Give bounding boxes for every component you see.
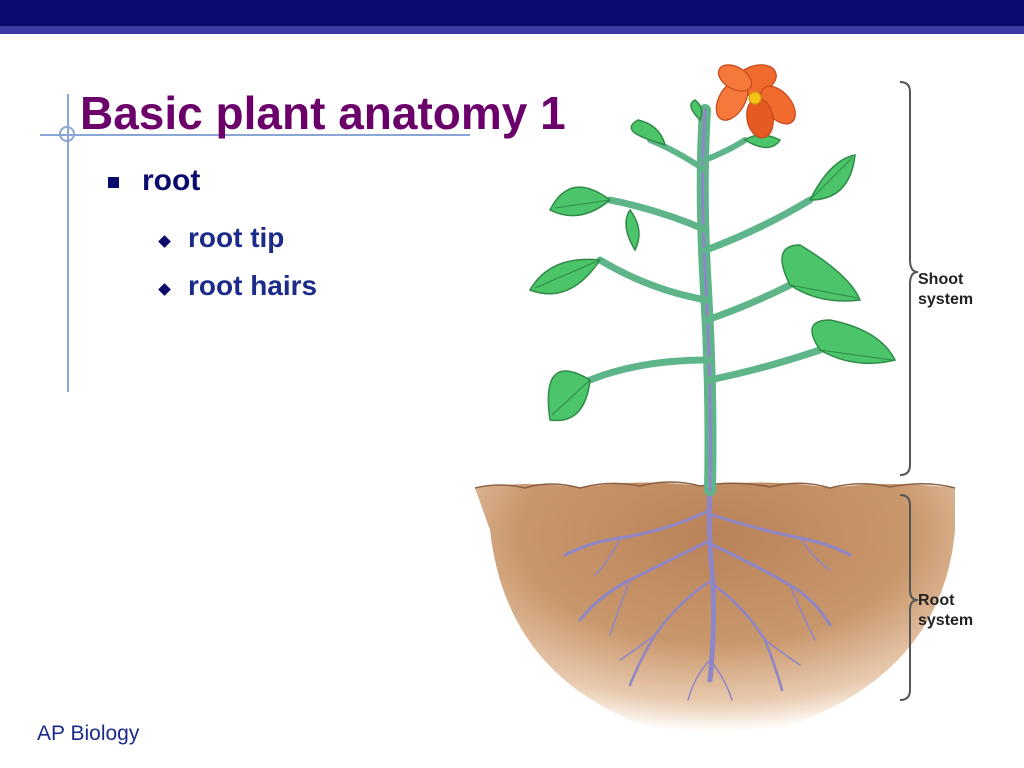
decorative-vertical-line [67,94,69,392]
square-bullet-icon [108,177,119,188]
bullet-level2-text: root hairs [188,270,318,301]
top-bar [0,0,1024,26]
top-bar-stripe [0,26,1024,34]
leaf-veins [534,157,893,416]
footer-text: AP Biology [37,722,140,745]
root-system [563,487,852,701]
leaf [625,208,640,252]
root-label-line2: system [918,612,973,629]
leaf [811,319,897,365]
leaf [630,119,667,147]
bullet-level1-text: root [142,164,201,197]
diamond-bullet-icon [158,235,171,248]
shoot-label-line1: Shoot [918,271,964,288]
slide-title: Basic plant anatomy 1 [80,87,566,139]
leaf [548,186,612,217]
leaf [690,99,703,122]
leaf [743,134,782,149]
decorative-horizontal-line [40,134,470,136]
bullet-level2-text: root tip [188,222,285,253]
stem [586,104,824,496]
flower [715,64,796,139]
decorative-crosshair-circle [59,126,75,142]
diamond-bullet-icon [158,283,171,296]
leaf [781,244,862,302]
soil-surface-line [474,481,956,489]
root-label-line1: Root [918,592,955,609]
shoot-label-line2: system [918,291,973,308]
plant-anatomy-diagram: Shoot system Root system [470,60,1024,760]
shoot-bracket [899,81,919,476]
plant-diagram-svg: Shoot system Root system [474,64,973,745]
root-bracket [899,494,919,701]
